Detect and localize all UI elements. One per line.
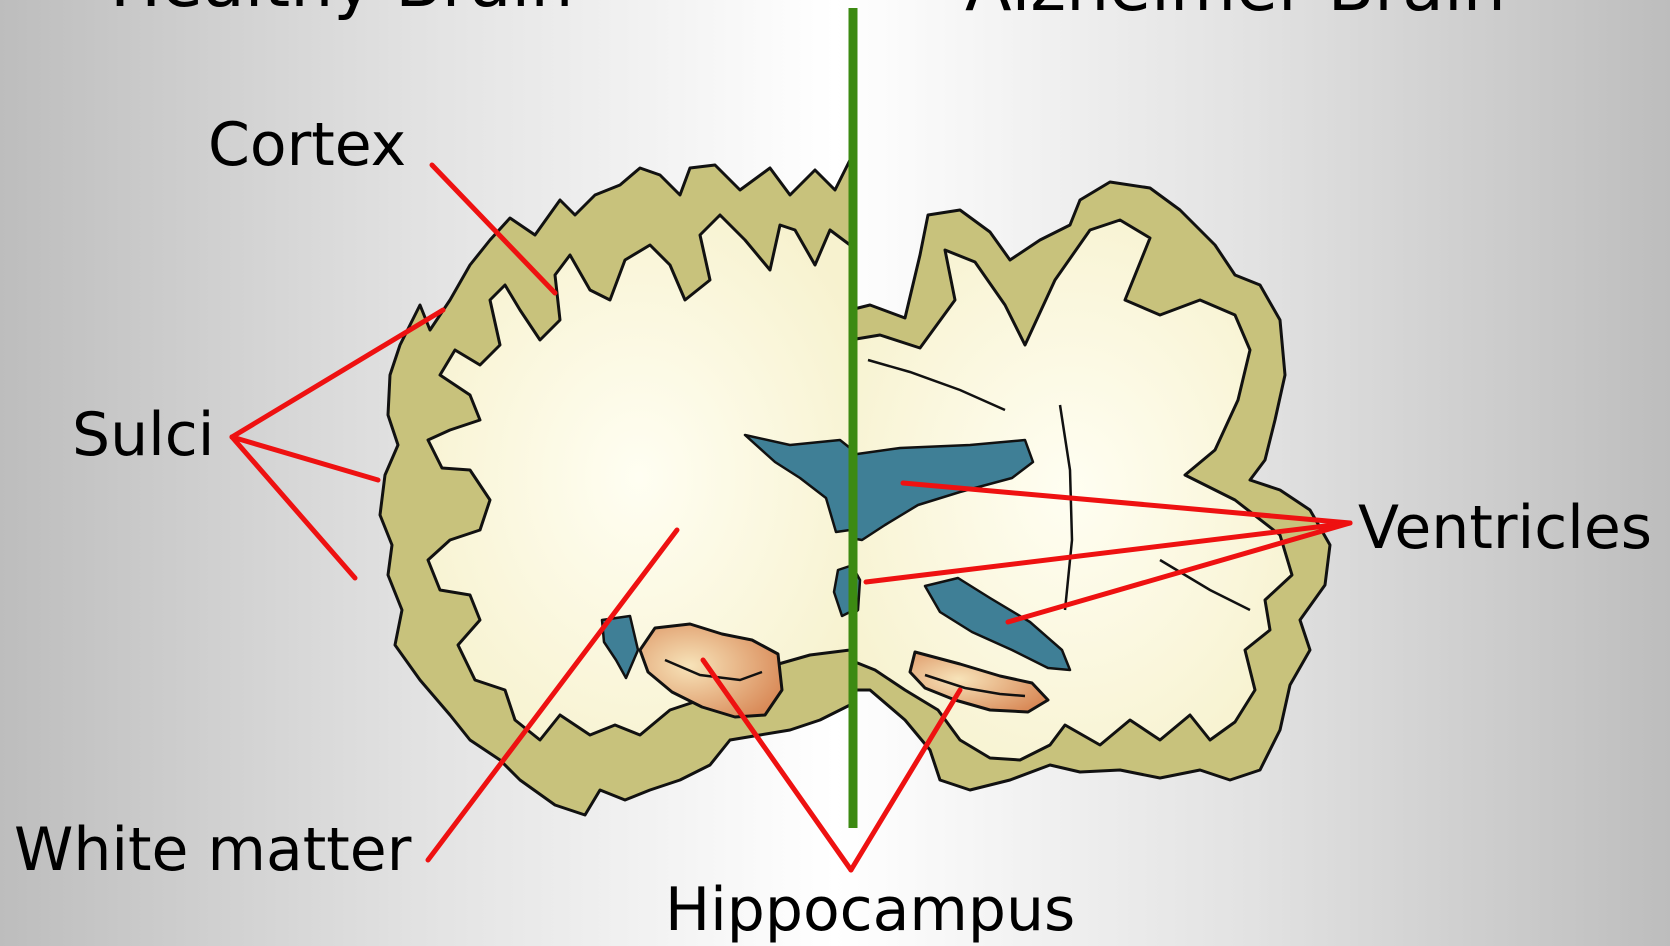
heading-healthy-brain: Healthy Brain xyxy=(110,0,573,23)
label-sulci: Sulci xyxy=(72,400,214,470)
label-white-matter: White matter xyxy=(14,815,412,885)
healthy-hemisphere xyxy=(380,160,850,815)
label-cortex: Cortex xyxy=(208,110,406,180)
heading-alzheimer-brain: Alzheimer Brain xyxy=(965,0,1506,27)
sulci-pointer-3 xyxy=(232,437,355,578)
label-hippocampus: Hippocampus xyxy=(665,875,1075,945)
label-ventricles: Ventricles xyxy=(1358,493,1652,563)
